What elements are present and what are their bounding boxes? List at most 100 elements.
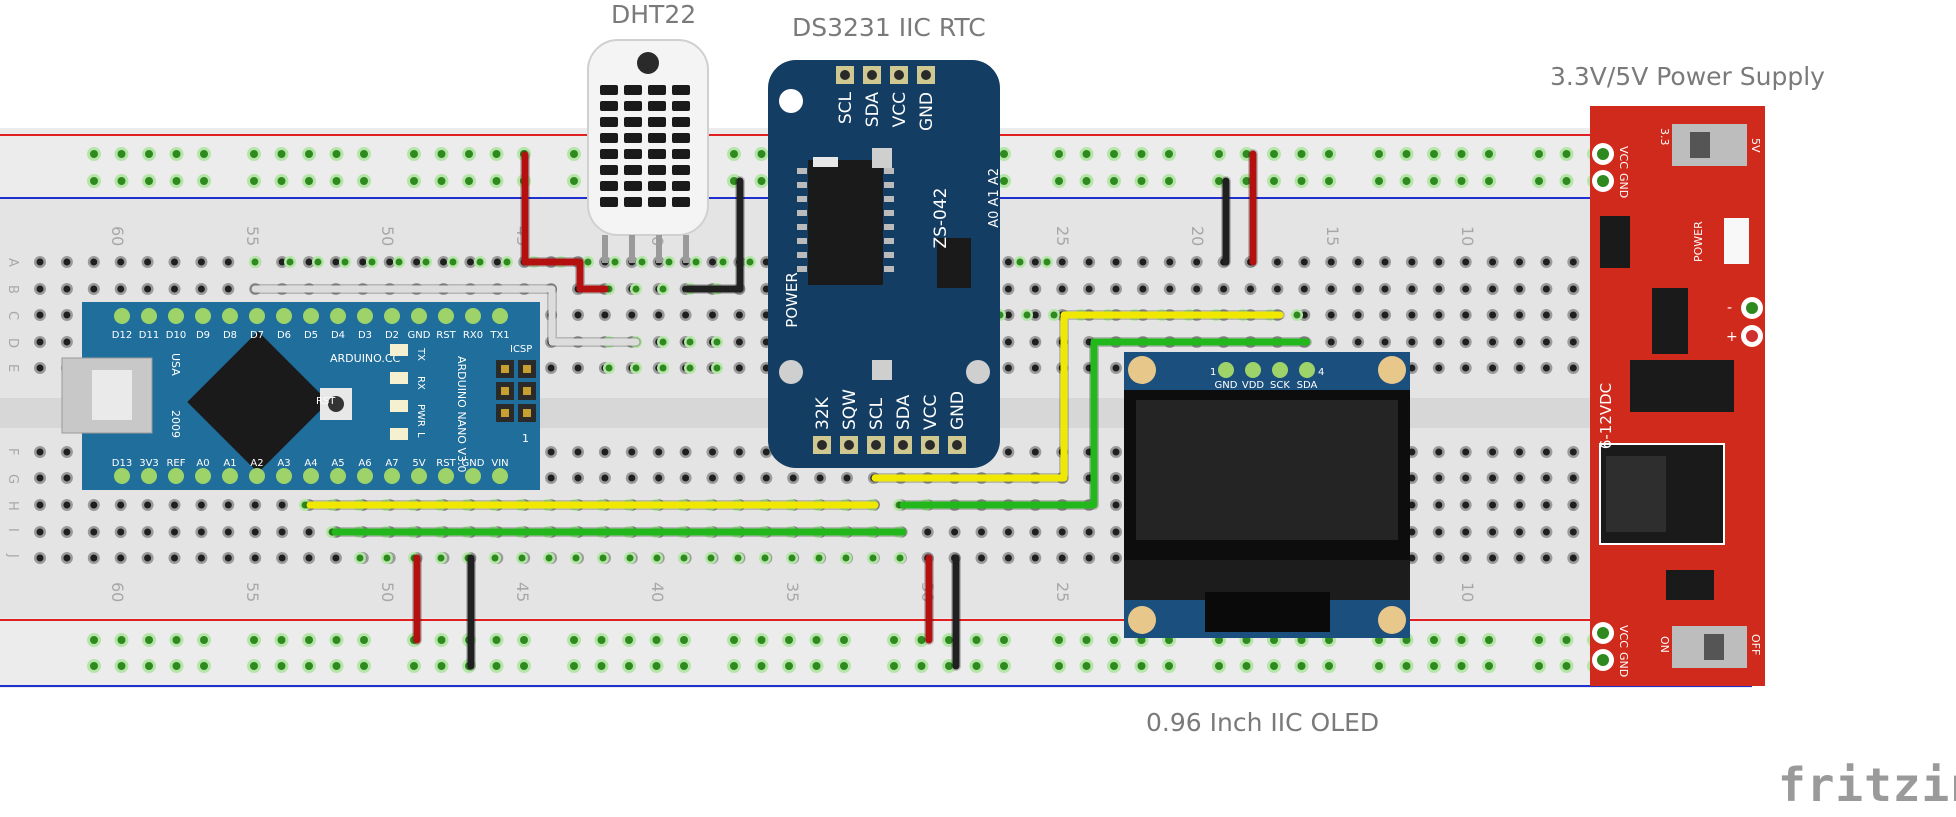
strip-hole	[63, 258, 71, 266]
strip-hole	[36, 528, 44, 536]
rail-hole	[730, 150, 738, 158]
dht22-pin	[602, 235, 608, 263]
strip-hole	[655, 474, 663, 482]
strip-hole-active	[1293, 311, 1301, 319]
icsp-pin-core	[501, 387, 509, 395]
strip-hole	[1435, 474, 1443, 482]
strip-hole	[63, 285, 71, 293]
strip-hole	[1462, 554, 1470, 562]
oled-ribbon	[1205, 592, 1330, 632]
strip-hole	[1542, 501, 1550, 509]
nano-pin	[141, 468, 157, 484]
nano-pin	[438, 468, 454, 484]
strip-hole	[735, 448, 743, 456]
dht22-vent	[672, 133, 690, 143]
strip-hole	[413, 258, 421, 266]
dht22-label: DHT22	[611, 0, 697, 29]
nano-pin-label: GND	[462, 458, 485, 469]
strip-hole	[924, 528, 932, 536]
rail-hole	[1137, 177, 1146, 185]
strip-hole	[735, 311, 743, 319]
column-number: 40	[648, 582, 667, 602]
oled-screen	[1136, 400, 1398, 540]
strip-hole	[1516, 364, 1523, 372]
rail-hole	[570, 177, 578, 185]
icsp-pin-core	[523, 409, 531, 417]
dht22-vent	[600, 85, 618, 95]
rail-hole	[145, 150, 153, 158]
rtc-top-pin-label: SDA	[863, 92, 883, 128]
rail-hole	[117, 662, 126, 670]
strip-hole	[90, 554, 98, 562]
strip-hole	[63, 311, 71, 319]
strip-hole	[1031, 311, 1039, 319]
rail-hole	[1562, 662, 1571, 670]
rail-hole	[1165, 662, 1173, 670]
rtc-crystal	[872, 360, 892, 380]
dht22-vent	[672, 197, 690, 207]
column-number: 35	[783, 582, 802, 602]
rail-hole	[1485, 662, 1493, 670]
rail-hole	[1402, 662, 1411, 670]
rail-hole	[305, 636, 313, 644]
strip-hole	[1273, 285, 1281, 293]
rtc-top-pin-label: GND	[917, 92, 937, 131]
nano-pin	[411, 468, 427, 484]
rail-hole	[1325, 177, 1333, 185]
psu-capacitor	[1630, 360, 1734, 412]
rail-hole	[332, 636, 341, 644]
wire-sda-oled	[899, 338, 1311, 509]
rtc-chip-pin	[884, 182, 894, 188]
nano-pin	[384, 468, 400, 484]
dht22-vent	[624, 133, 642, 143]
psu-pin-core	[1597, 654, 1609, 666]
rail-hole	[145, 177, 153, 185]
rtc-bottom-pin-hole	[925, 440, 935, 450]
dht22-vent	[648, 101, 666, 111]
rtc-bottom-pin-hole	[898, 440, 908, 450]
dht22-pin	[656, 235, 662, 263]
strip-hole	[655, 448, 663, 456]
rail-hole	[1110, 636, 1118, 644]
strip-hole	[1354, 338, 1362, 346]
rtc-chip	[808, 160, 883, 285]
oled-pin-label: SCK	[1270, 380, 1290, 391]
strip-hole-active	[692, 258, 700, 266]
rtc-top-pin-label: SCL	[836, 91, 856, 124]
strip-hole-active	[422, 258, 430, 266]
rail-hole	[1165, 177, 1173, 185]
strip-hole	[735, 364, 743, 372]
strip-hole	[144, 554, 152, 562]
psu-power-led	[1724, 218, 1749, 264]
strip-hole	[251, 528, 259, 536]
row-letter: E	[5, 364, 20, 372]
strip-hole	[1462, 311, 1470, 319]
nano-icsp-num: 1	[522, 432, 529, 445]
strip-hole	[1542, 554, 1550, 562]
strip-hole	[1462, 501, 1470, 509]
strip-hole	[197, 501, 205, 509]
rail-hole	[90, 150, 98, 158]
strip-hole	[709, 311, 716, 319]
rail-hole	[1457, 662, 1466, 670]
strip-hole	[1085, 285, 1093, 293]
rtc-bottom-pin-hole	[871, 440, 881, 450]
rail-hole	[332, 662, 341, 670]
strip-hole-active	[545, 554, 553, 562]
strip-hole	[1462, 448, 1470, 456]
nano-pin-label: GND	[408, 330, 431, 341]
oled-mount-hole	[1128, 606, 1156, 634]
nano-led	[390, 428, 408, 440]
strip-hole	[1435, 338, 1443, 346]
nano-led-label: TX	[415, 347, 426, 361]
rail-hole	[730, 662, 738, 670]
strip-hole	[1489, 258, 1497, 266]
usb-port	[92, 370, 132, 420]
strip-hole	[1489, 364, 1497, 372]
rail-hole	[360, 177, 368, 185]
strip-hole	[574, 311, 582, 319]
rail-hole	[1457, 150, 1466, 158]
strip-hole-active	[395, 258, 403, 266]
strip-hole	[1193, 285, 1201, 293]
rail-hole	[1242, 662, 1251, 670]
